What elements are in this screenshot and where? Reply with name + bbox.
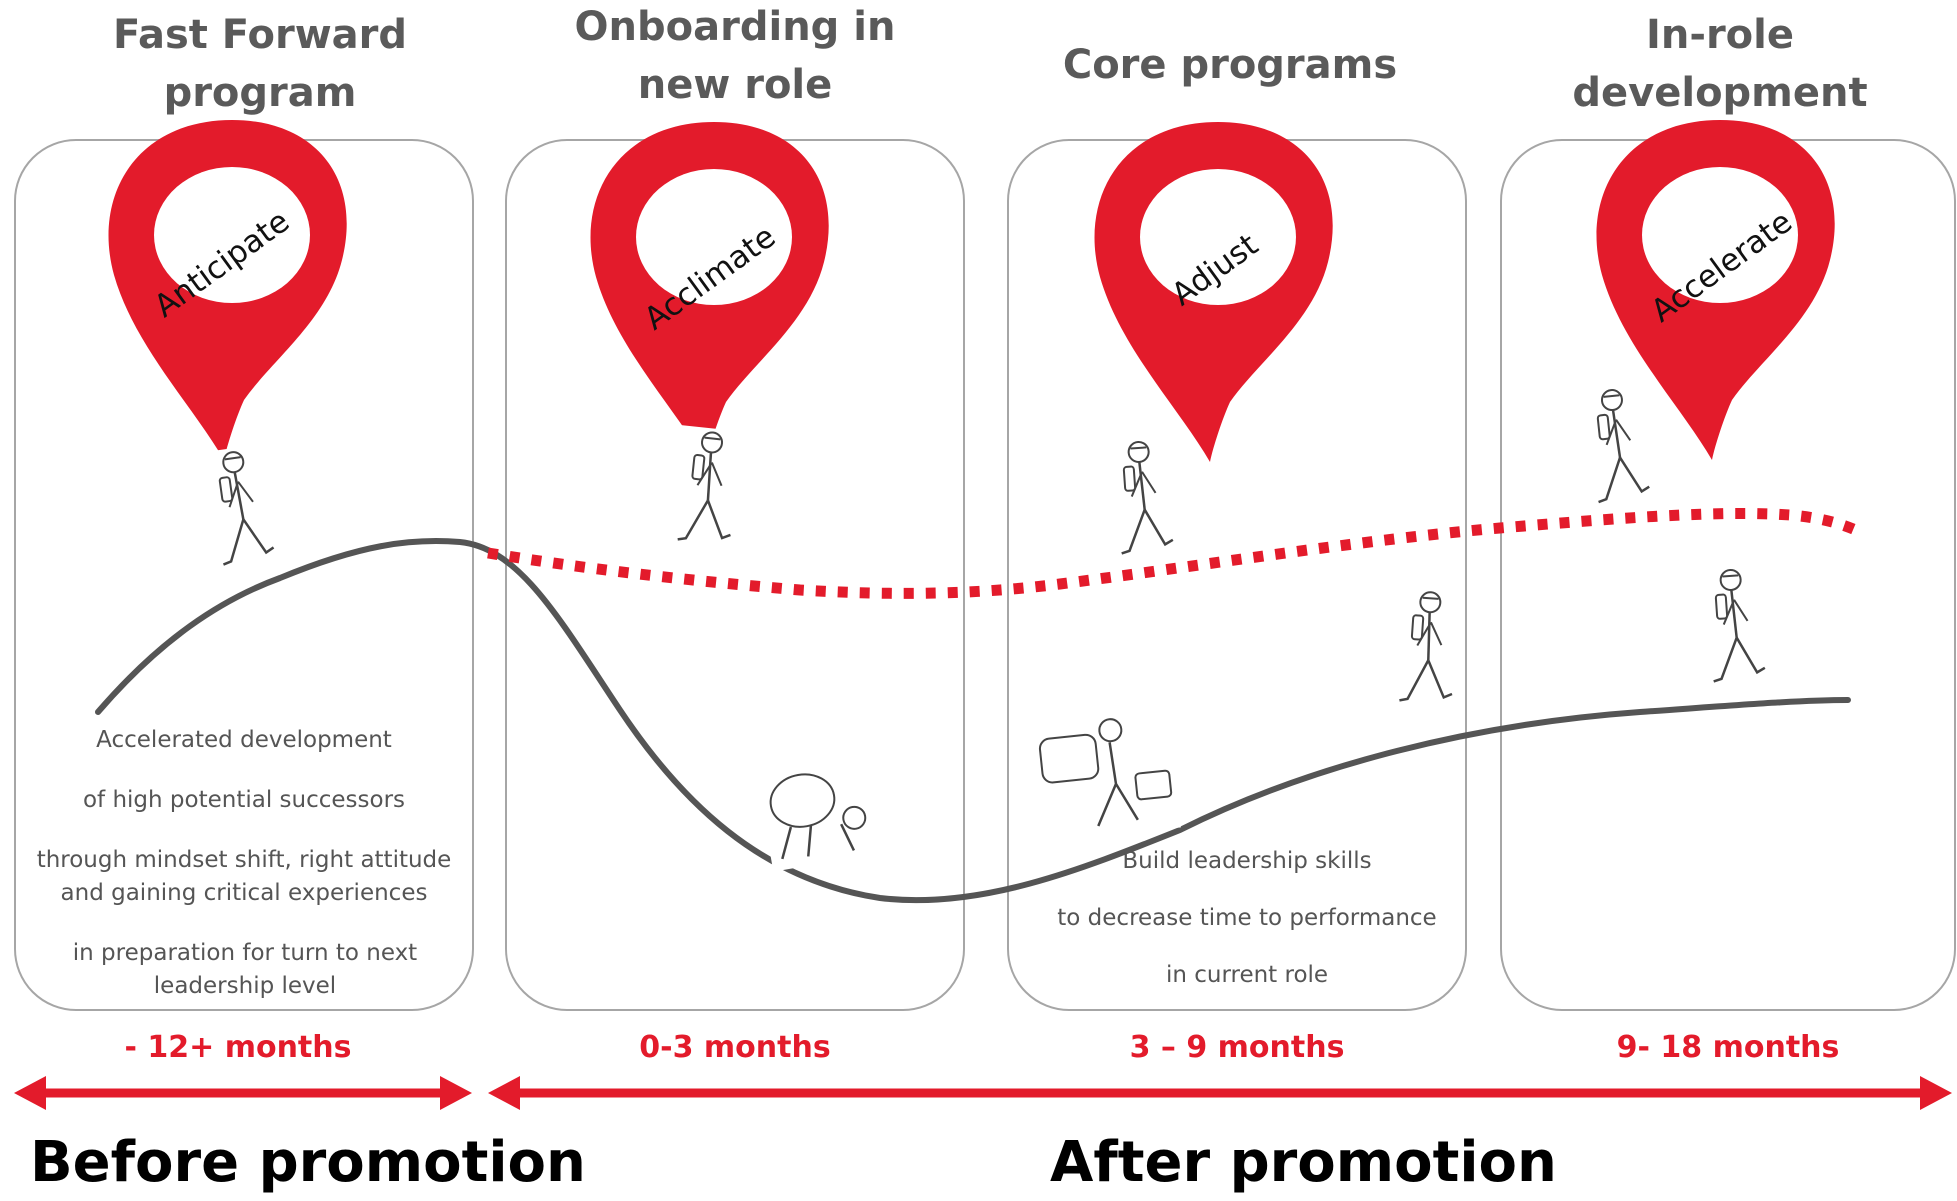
stage-title-fast-forward: Fast Forward program xyxy=(112,12,408,116)
stage-title-core-programs: Core programs xyxy=(1062,42,1398,88)
walking-person-sketch-icon xyxy=(1100,434,1180,566)
phase-after-promotion: After promotion xyxy=(1050,1130,1557,1195)
walking-person-sketch-icon xyxy=(1385,584,1465,716)
performance-curve xyxy=(95,538,1851,904)
description-line: through mindset shift, right attitude an… xyxy=(36,847,452,906)
pin-anticipate xyxy=(108,120,347,460)
description-line: in preparation for turn to next leadersh… xyxy=(72,940,418,999)
accelerated-curve xyxy=(487,507,1863,599)
description-line: of high potential successors xyxy=(82,787,406,813)
struggling-person-sketch-icon xyxy=(1029,708,1181,842)
double-arrow-icon xyxy=(14,1076,472,1110)
duration-in-role: 9- 18 months xyxy=(1616,1030,1840,1065)
walking-person-sketch-icon xyxy=(1692,562,1772,694)
stage-title-onboarding: Onboarding in new role xyxy=(574,4,896,108)
walking-person-sketch-icon xyxy=(663,423,747,557)
walking-person-sketch-icon xyxy=(1573,381,1657,515)
double-arrow-icon xyxy=(488,1076,1952,1110)
description-line: Accelerated development xyxy=(96,727,392,753)
struggling-person-sketch-icon xyxy=(754,744,882,872)
description-line: Build leadership skills xyxy=(1122,848,1372,874)
description-line: to decrease time to performance xyxy=(1057,905,1437,931)
phase-before-promotion: Before promotion xyxy=(30,1130,586,1195)
duration-onboarding: 0-3 months xyxy=(639,1030,831,1065)
stage-title-in-role: In-role development xyxy=(1572,12,1868,116)
duration-core-programs: 3 – 9 months xyxy=(1129,1030,1345,1065)
walking-person-sketch-icon xyxy=(194,442,282,578)
duration-fast-forward: - 12+ months xyxy=(124,1030,352,1065)
description-line: in current role xyxy=(1165,962,1329,988)
